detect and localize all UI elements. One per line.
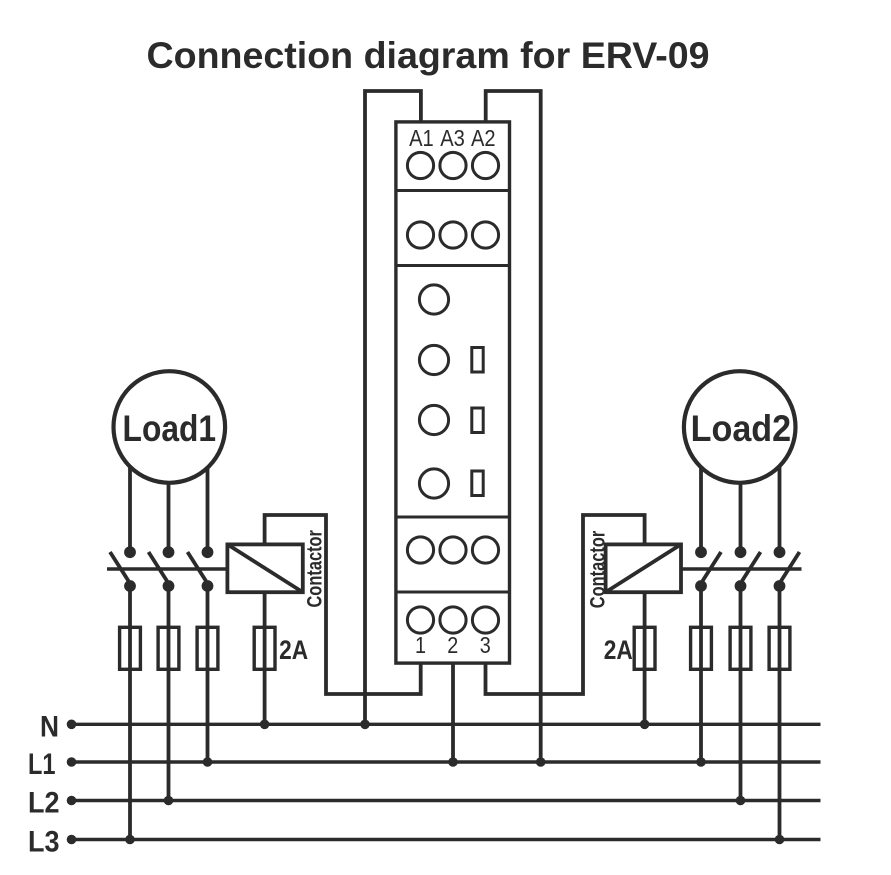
svg-text:2A: 2A <box>279 634 308 665</box>
svg-text:N: N <box>40 710 59 743</box>
svg-text:Connection diagram for ERV-09: Connection diagram for ERV-09 <box>147 34 710 76</box>
svg-text:L2: L2 <box>28 787 60 820</box>
svg-text:L3: L3 <box>28 826 60 859</box>
svg-text:A2: A2 <box>471 125 496 151</box>
svg-text:A1: A1 <box>409 125 434 151</box>
svg-text:A3: A3 <box>440 125 465 151</box>
svg-text:Load2: Load2 <box>691 408 792 449</box>
svg-text:L1: L1 <box>28 748 56 781</box>
svg-text:2A: 2A <box>604 634 633 665</box>
svg-text:1: 1 <box>415 632 426 658</box>
svg-text:Load1: Load1 <box>123 408 217 449</box>
svg-text:3: 3 <box>480 632 491 658</box>
svg-text:Contactor: Contactor <box>586 530 610 608</box>
svg-text:2: 2 <box>447 632 458 658</box>
svg-text:Contactor: Contactor <box>303 530 327 608</box>
